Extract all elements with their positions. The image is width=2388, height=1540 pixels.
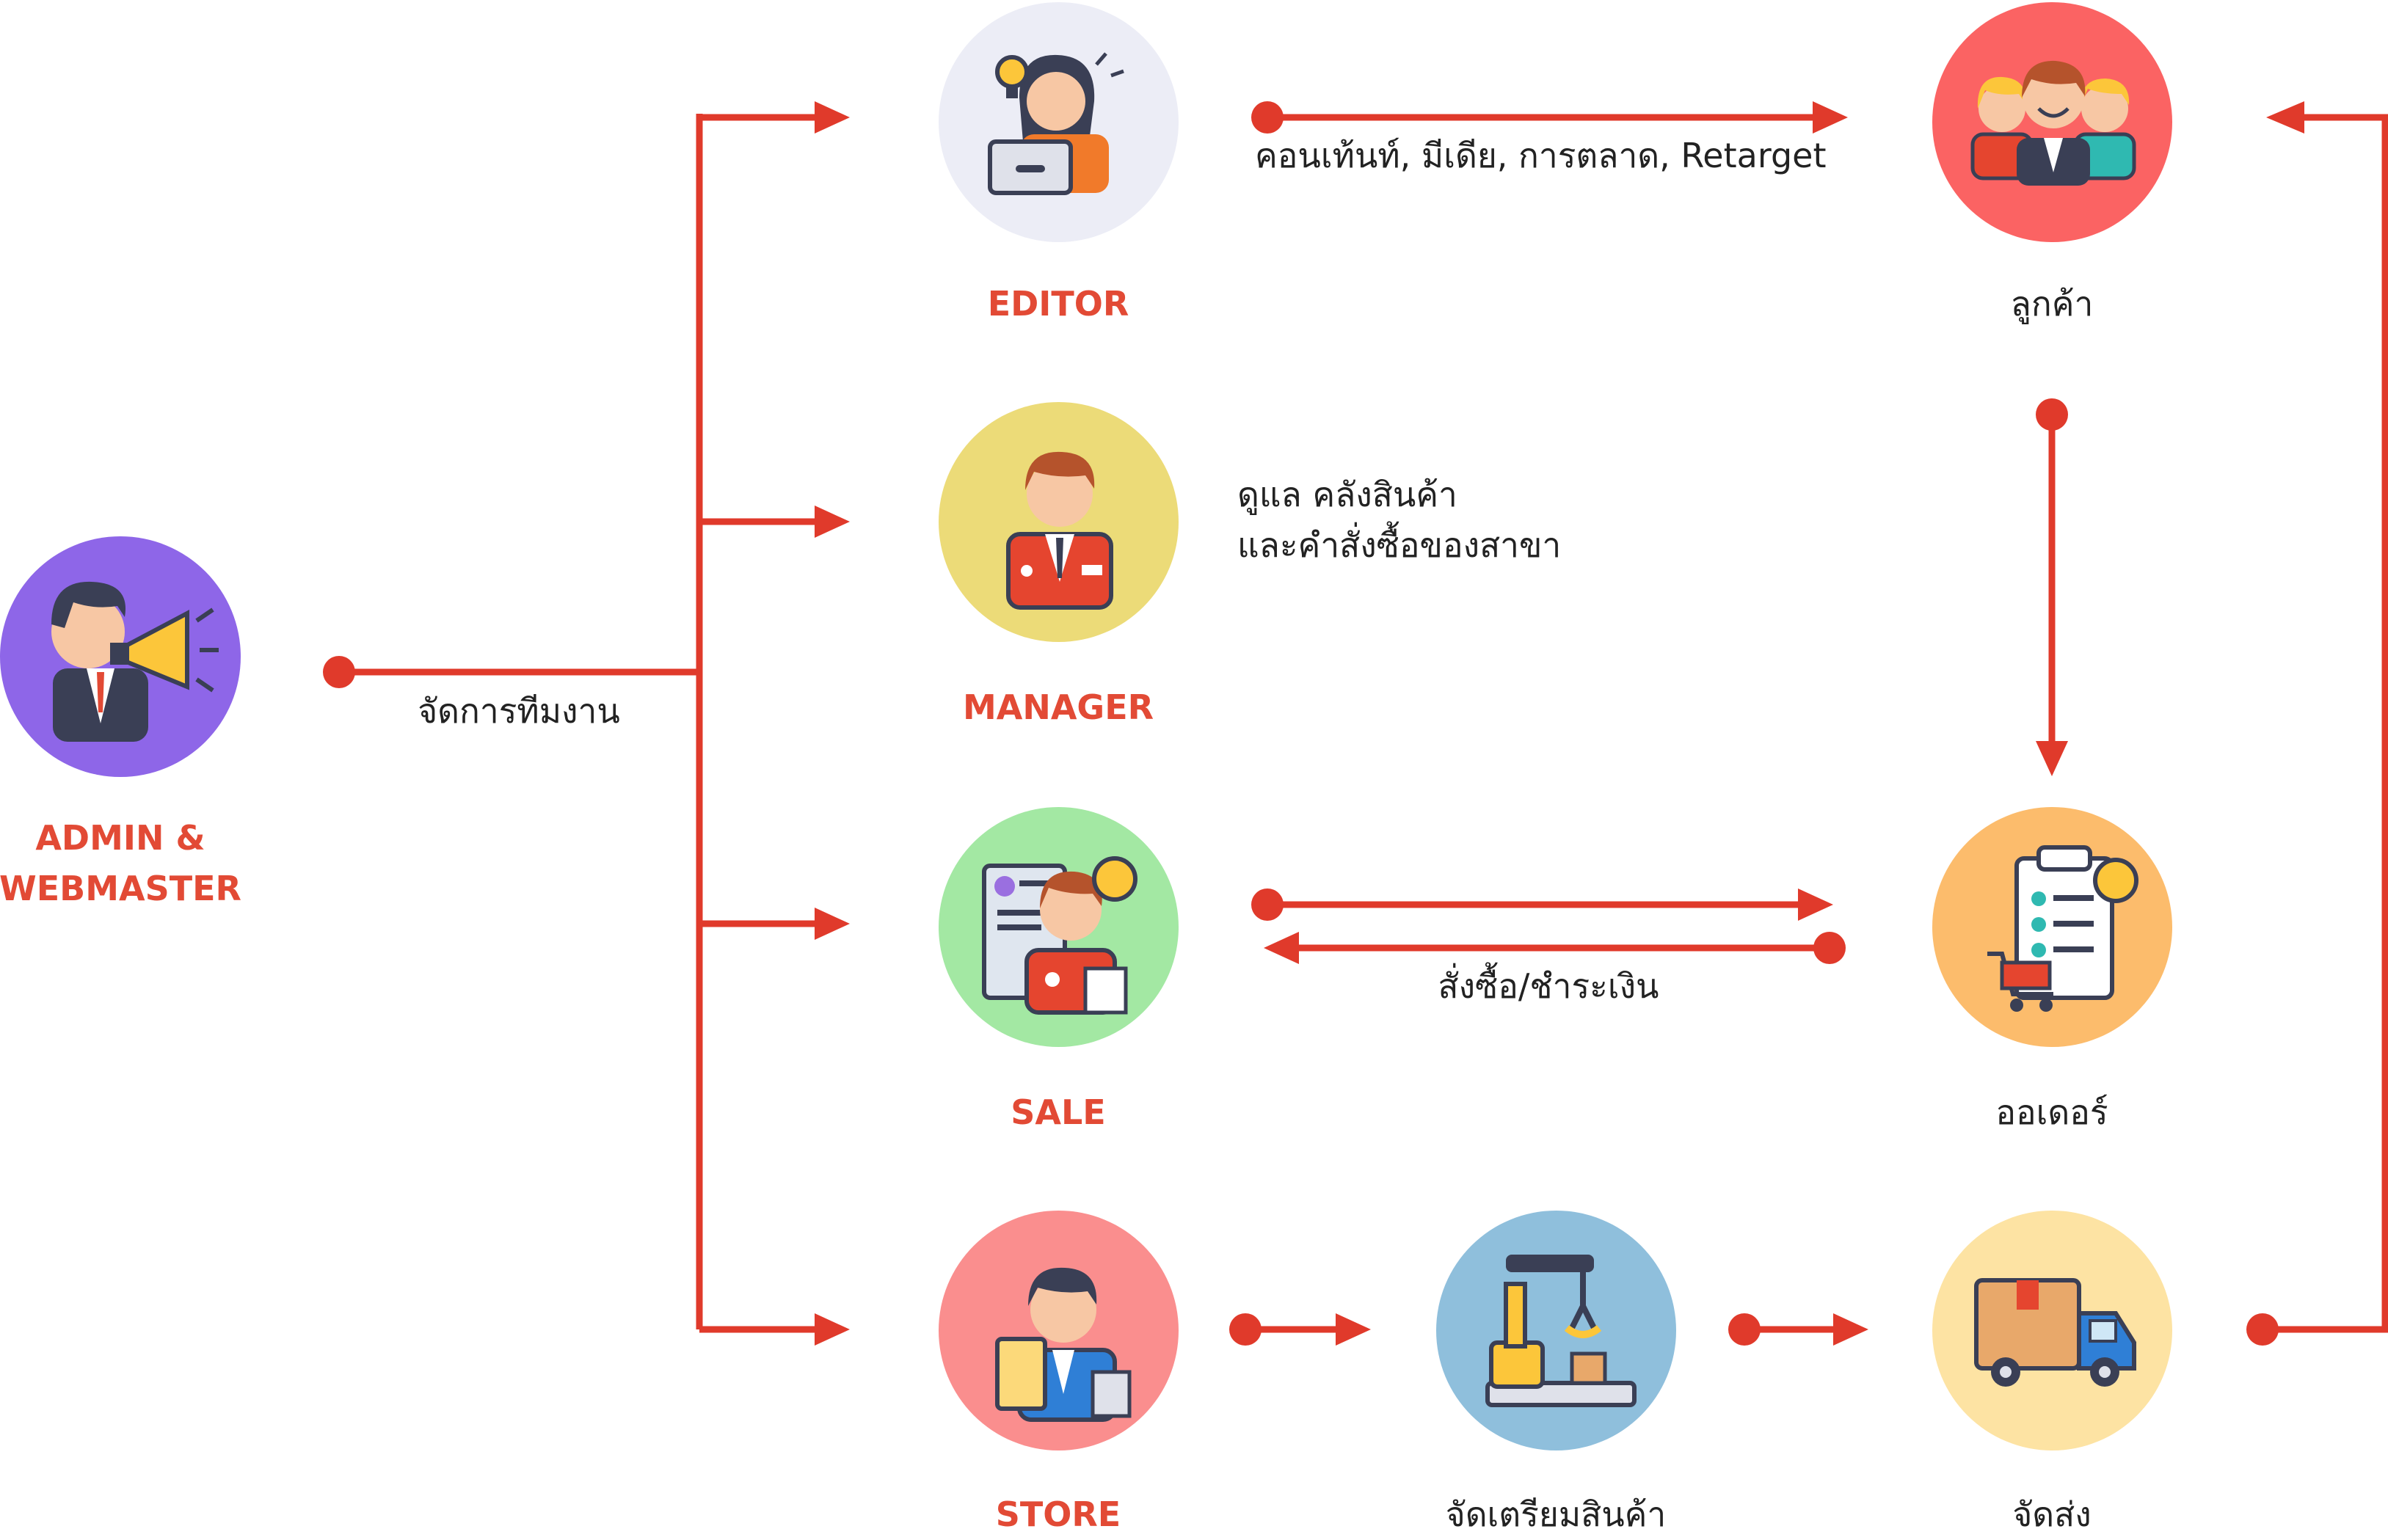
manager-person-icon xyxy=(1006,451,1113,610)
sale-node xyxy=(939,807,1179,1047)
delivery-truck-icon xyxy=(1974,1278,2136,1387)
arrowhead xyxy=(1813,101,1848,134)
start-dot xyxy=(2036,398,2068,431)
start-dot xyxy=(1251,888,1284,921)
start-dot xyxy=(1728,1313,1761,1346)
arrowhead xyxy=(1833,1313,1868,1346)
admin-label: ADMIN & WEBMASTER xyxy=(0,813,241,914)
arrowhead xyxy=(815,101,850,134)
robot-arm-icon xyxy=(1485,1255,1637,1407)
start-dot xyxy=(323,656,355,688)
customers-group-icon xyxy=(1970,60,2136,186)
arrowhead xyxy=(1336,1313,1371,1346)
arrowhead xyxy=(1264,932,1299,964)
admin-label-line1: ADMIN & xyxy=(35,818,205,858)
megaphone-person-icon xyxy=(51,581,219,742)
admin-node xyxy=(0,536,241,777)
shipping-customer-line xyxy=(2263,114,2388,1333)
customer-node xyxy=(1932,2,2172,242)
arrowhead xyxy=(815,908,850,940)
manager-note-line2: และคำสั่งซื้อของสาขา xyxy=(1237,525,1562,565)
order-label: ออเดอร์ xyxy=(1995,1092,2108,1132)
store-node xyxy=(939,1211,1179,1450)
editor-node xyxy=(939,2,1179,242)
sale-label: SALE xyxy=(1011,1092,1106,1132)
arrowhead xyxy=(2036,741,2068,776)
store-label: STORE xyxy=(995,1495,1121,1534)
sale-order-edge-label: สั่งซื้อ/ชำระเงิน xyxy=(1438,966,1659,1006)
start-dot xyxy=(1251,101,1284,134)
start-dot xyxy=(2246,1313,2279,1346)
arrowhead xyxy=(1798,888,1833,921)
store-person-icon xyxy=(995,1267,1132,1422)
sale-person-icon xyxy=(982,856,1137,1015)
manager-note-line1: ดูแล คลังสินค้า xyxy=(1237,475,1457,514)
arrowhead xyxy=(2266,101,2304,134)
prepare-node xyxy=(1436,1211,1676,1450)
manager-label: MANAGER xyxy=(962,687,1154,727)
admin-label-line2: WEBMASTER xyxy=(0,869,241,908)
editor-label: EDITOR xyxy=(987,284,1129,324)
manager-node xyxy=(939,402,1179,642)
prepare-label: จัดเตรียมสินค้า xyxy=(1445,1495,1667,1534)
arrowhead xyxy=(815,506,850,538)
arrowhead xyxy=(815,1313,850,1346)
order-node xyxy=(1932,807,2172,1047)
shipping-label: จัดส่ง xyxy=(2012,1495,2092,1534)
editor-person-icon xyxy=(988,52,1124,195)
start-dot xyxy=(1813,932,1846,964)
editor-customer-edge-label: คอนเท้นท์, มีเดีย, การตลาด, Retarget xyxy=(1255,136,1827,175)
admin-team-edge-label: จัดการทีมงาน xyxy=(418,691,620,731)
customer-label: ลูกค้า xyxy=(2010,284,2094,324)
order-clipboard-icon xyxy=(1987,845,2138,1012)
manager-note: ดูแล คลังสินค้า และคำสั่งซื้อของสาขา xyxy=(1237,470,1561,571)
start-dot xyxy=(1229,1313,1262,1346)
shipping-node xyxy=(1932,1211,2172,1450)
